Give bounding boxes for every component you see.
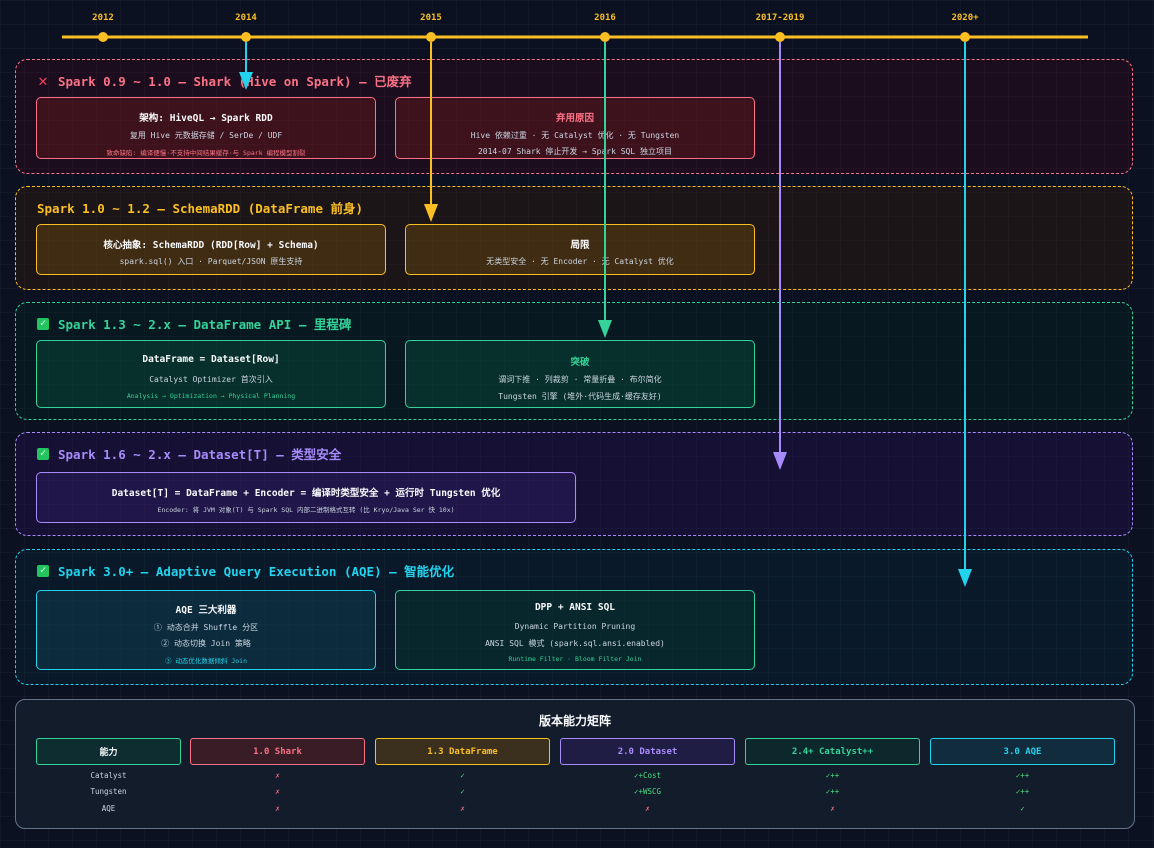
matrix-header: 能力 <box>36 738 181 765</box>
shark-deprecation-title: 弃用原因 <box>555 113 594 124</box>
matrix-cell: ✗ <box>275 771 280 780</box>
aqe-three-line-2: ② 动态切换 Join 策略 <box>161 639 251 648</box>
tl-2012-label: 2012 <box>92 13 114 23</box>
section-dataset-title: Spark 1.6 ~ 2.x — Dataset[T] — 类型安全 <box>58 447 342 462</box>
check-icon: ✓ <box>37 447 49 460</box>
dataframe-definition-box: DataFrame = Dataset[Row] Catalyst Optimi… <box>36 340 386 408</box>
matrix-cell: ✗ <box>645 804 650 813</box>
check-icon: ✓ <box>37 317 49 330</box>
shark-deprecation-line-2: 2014-07 Shark 停止开发 → Spark SQL 独立项目 <box>477 147 673 156</box>
matrix-cell: ✓+Cost <box>633 771 662 780</box>
matrix-cell: ✓ <box>460 787 465 796</box>
timeline-dot <box>960 32 970 42</box>
matrix-header: 2.0 Dataset <box>560 738 735 765</box>
dataset-formula-title: Dataset[T] = DataFrame + Encoder = 编译时类型… <box>111 488 501 499</box>
section-dataframe-title-row: ✓ Spark 1.3 ~ 2.x — DataFrame API — 里程碑 <box>37 314 351 333</box>
shark-deprecation-box: 弃用原因 Hive 依赖过重 · 无 Catalyst 优化 · 无 Tungs… <box>395 97 755 159</box>
aqe-dpp-line-1: Dynamic Partition Pruning <box>514 622 636 631</box>
tl-2015-label: 2015 <box>420 13 442 23</box>
dataframe-definition-line: Catalyst Optimizer 首次引入 <box>149 375 273 384</box>
cross-icon: ✕ <box>38 70 48 90</box>
schemardd-limits-line: 无类型安全 · 无 Encoder · 无 Catalyst 优化 <box>486 257 674 266</box>
tl-2020-label: 2020+ <box>951 13 979 23</box>
section-dataframe: ✓ Spark 1.3 ~ 2.x — DataFrame API — 里程碑 … <box>15 302 1133 420</box>
aqe-dpp-note: Runtime Filter · Bloom Filter Join <box>508 655 642 663</box>
section-shark: ✕ Spark 0.9 ~ 1.0 — Shark (Hive on Spark… <box>15 59 1133 174</box>
dataframe-breakthrough-line-1: 谓词下推 · 列裁剪 · 常量折叠 · 布尔简化 <box>498 375 662 384</box>
shark-architecture-line: 复用 Hive 元数据存储 / SerDe / UDF <box>129 131 283 140</box>
dataset-formula-line: Encoder: 将 JVM 对象(T) 与 Spark SQL 内部二进制格式… <box>157 506 455 514</box>
dataframe-definition-title: DataFrame = Dataset[Row] <box>142 354 280 365</box>
dataframe-breakthrough-title: 突破 <box>570 357 590 368</box>
aqe-three-note: ③ 动态优化数据倾斜 Join <box>165 657 247 665</box>
matrix-cell: ✗ <box>830 804 835 813</box>
timeline-dot <box>600 32 610 42</box>
matrix-title: 版本能力矩阵 <box>538 714 611 728</box>
aqe-dpp-title: DPP + ANSI SQL <box>534 602 616 613</box>
tl-2016-label: 2016 <box>594 13 616 23</box>
capability-matrix: 版本能力矩阵 能力 1.0 Shark 1.3 DataFrame 2.0 Datas… <box>15 699 1135 829</box>
schemardd-core-title: 核心抽象: SchemaRDD (RDD[Row] + Schema) <box>103 240 319 251</box>
timeline-dot <box>98 32 108 42</box>
tl-2014-label: 2014 <box>235 13 257 23</box>
dataset-formula-box: Dataset[T] = DataFrame + Encoder = 编译时类型… <box>36 472 576 523</box>
section-dataset: ✓ Spark 1.6 ~ 2.x — Dataset[T] — 类型安全 Da… <box>15 432 1133 536</box>
matrix-row-label: Catalyst <box>90 771 127 780</box>
dataframe-breakthrough-box: 突破 谓词下推 · 列裁剪 · 常量折叠 · 布尔简化 Tungsten 引擎 … <box>405 340 755 408</box>
matrix-cell: ✓+WSCG <box>633 787 662 796</box>
dataframe-breakthrough-line-2: Tungsten 引擎 (堆外·代码生成·缓存友好) <box>498 392 662 401</box>
schemardd-core-line: spark.sql() 入口 · Parquet/JSON 原生支持 <box>119 257 303 266</box>
matrix-header: 2.4+ Catalyst++ <box>745 738 920 765</box>
section-shark-title: Spark 0.9 ~ 1.0 — Shark (Hive on Spark) … <box>58 74 412 89</box>
aqe-dpp-line-2: ANSI SQL 模式 (spark.sql.ansi.enabled) <box>485 639 665 648</box>
section-dataset-title-row: ✓ Spark 1.6 ~ 2.x — Dataset[T] — 类型安全 <box>37 444 341 463</box>
section-aqe: ✓ Spark 3.0+ — Adaptive Query Execution … <box>15 549 1133 685</box>
timeline-dot <box>241 32 251 42</box>
shark-architecture-note: 致命缺陷: 编译便慢·不支持中间结果缓存·与 Spark 编程模型割裂 <box>106 149 306 157</box>
timeline-dot <box>775 32 785 42</box>
shark-architecture-box: 架构: HiveQL → Spark RDD 复用 Hive 元数据存储 / S… <box>36 97 376 159</box>
section-dataframe-title: Spark 1.3 ~ 2.x — DataFrame API — 里程碑 <box>58 317 352 332</box>
matrix-row-label: AQE <box>101 804 116 813</box>
dataframe-definition-note: Analysis → Optimization → Physical Plann… <box>126 392 296 400</box>
aqe-dpp-box: DPP + ANSI SQL Dynamic Partition Pruning… <box>395 590 755 670</box>
timeline-dot <box>426 32 436 42</box>
tl-2017-2019-label: 2017-2019 <box>755 13 805 23</box>
matrix-cell: ✓++ <box>1015 787 1030 796</box>
schemardd-core-box: 核心抽象: SchemaRDD (RDD[Row] + Schema) spar… <box>36 224 386 275</box>
matrix-cell: ✓++ <box>1015 771 1030 780</box>
section-schemardd: Spark 1.0 ~ 1.2 — SchemaRDD (DataFrame 前… <box>15 186 1133 290</box>
matrix-cell: ✓++ <box>825 787 840 796</box>
matrix-header: 1.3 DataFrame <box>375 738 550 765</box>
matrix-cell: ✓++ <box>825 771 840 780</box>
check-icon: ✓ <box>37 564 49 577</box>
aqe-three-box: AQE 三大利器 ① 动态合并 Shuffle 分区 ② 动态切换 Join 策… <box>36 590 376 670</box>
matrix-header: 3.0 AQE <box>930 738 1115 765</box>
schemardd-limits-box: 局限 无类型安全 · 无 Encoder · 无 Catalyst 优化 <box>405 224 755 275</box>
section-schemardd-title: Spark 1.0 ~ 1.2 — SchemaRDD (DataFrame 前… <box>37 201 364 216</box>
shark-architecture-title: 架构: HiveQL → Spark RDD <box>139 113 273 124</box>
matrix-cell: ✗ <box>460 804 465 813</box>
aqe-three-line-1: ① 动态合并 Shuffle 分区 <box>153 623 259 632</box>
matrix-cell: ✗ <box>275 787 280 796</box>
section-shark-title-row: ✕ Spark 0.9 ~ 1.0 — Shark (Hive on Spark… <box>37 70 412 90</box>
schemardd-limits-title: 局限 <box>570 240 590 251</box>
section-aqe-title-row: ✓ Spark 3.0+ — Adaptive Query Execution … <box>37 561 454 580</box>
shark-deprecation-line-1: Hive 依赖过重 · 无 Catalyst 优化 · 无 Tungsten <box>470 131 680 140</box>
section-aqe-title: Spark 3.0+ — Adaptive Query Execution (A… <box>58 564 455 579</box>
matrix-cell: ✓ <box>460 771 465 780</box>
matrix-cell: ✓ <box>1020 804 1025 813</box>
matrix-cell: ✗ <box>275 804 280 813</box>
matrix-row-label: Tungsten <box>90 787 127 796</box>
matrix-header: 1.0 Shark <box>190 738 365 765</box>
aqe-three-title: AQE 三大利器 <box>175 605 237 616</box>
